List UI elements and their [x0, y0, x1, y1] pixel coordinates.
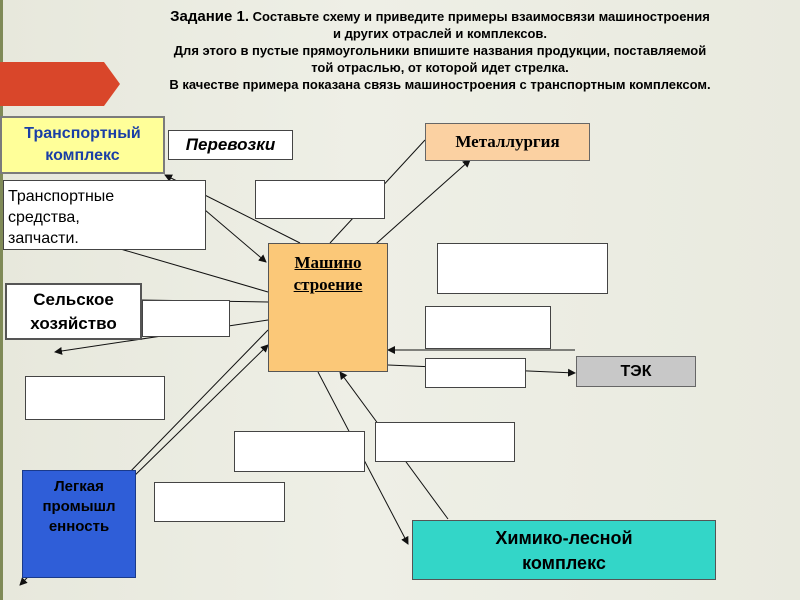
- node-chemical-forest-complex: Химико-лесной комплекс: [412, 520, 716, 580]
- task-line-3: Для этого в пустые прямоугольники впишит…: [173, 43, 707, 58]
- center-label-line-2: строение: [293, 275, 363, 294]
- node-light-industry: Легкая промышл енность: [22, 470, 136, 578]
- empty-answer-box[interactable]: [255, 180, 385, 219]
- line-transport-example: [99, 242, 269, 293]
- empty-answer-box[interactable]: [154, 482, 285, 522]
- transport-label-line-1: Транспортный: [24, 125, 141, 142]
- transport-products-line-3: запчасти.: [8, 230, 79, 247]
- center-label-line-1: Машино: [294, 253, 362, 272]
- task-title: Задание 1. Составьте схему и приведите п…: [100, 8, 780, 93]
- task-line-2: и других отраслей и комплексов.: [332, 26, 547, 41]
- agriculture-label-line-2: хозяйство: [30, 314, 117, 333]
- node-metallurgy: Металлургия: [425, 123, 590, 161]
- left-accent-bar: [0, 0, 3, 600]
- light-label-line-3: енность: [48, 518, 110, 535]
- light-label-line-2: промышл: [42, 498, 116, 515]
- chemical-label-line-2: комплекс: [522, 553, 606, 573]
- tek-label: ТЭК: [620, 363, 652, 380]
- empty-answer-box[interactable]: [375, 422, 515, 462]
- arrow-transport-to-center: [204, 209, 267, 263]
- arrow-light-to-center: [127, 344, 269, 483]
- task-line-1: Составьте схему и приведите примеры взаи…: [252, 9, 710, 24]
- empty-answer-box[interactable]: [142, 300, 230, 337]
- task-lead: Задание 1.: [170, 8, 250, 25]
- agriculture-label-line-1: Сельское: [33, 290, 114, 309]
- transport-label-line-2: комплекс: [45, 147, 120, 164]
- example-box-transport-service: Перевозки: [168, 130, 293, 160]
- node-tek: ТЭК: [576, 356, 696, 387]
- transport-products-line-1: Транспортные: [8, 188, 115, 205]
- transport-products-line-2: средства,: [8, 209, 80, 226]
- metallurgy-label: Металлургия: [455, 132, 560, 151]
- chemical-label-line-1: Химико-лесной: [495, 528, 633, 548]
- task-line-5: В качестве примера показана связь машино…: [169, 77, 711, 92]
- node-agriculture: Сельское хозяйство: [5, 283, 142, 340]
- task-line-4: той отраслью, от которой идет стрелка.: [311, 60, 569, 75]
- empty-answer-box[interactable]: [437, 243, 608, 294]
- empty-answer-box[interactable]: [425, 306, 551, 349]
- node-transport-complex: Транспортный комплекс: [0, 116, 165, 174]
- empty-answer-box[interactable]: [25, 376, 165, 420]
- transport-service-label: Перевозки: [185, 135, 276, 154]
- empty-answer-box[interactable]: [234, 431, 365, 472]
- empty-answer-box[interactable]: [425, 358, 526, 388]
- example-box-transport-products: Транспортные средства, запчасти.: [3, 180, 206, 250]
- center-node-mechanical-engineering: Машино строение: [268, 243, 388, 372]
- header-arrow-shape: [0, 62, 120, 106]
- light-label-line-1: Легкая: [54, 478, 104, 495]
- arrow-center-to-metallurgy: [359, 159, 471, 259]
